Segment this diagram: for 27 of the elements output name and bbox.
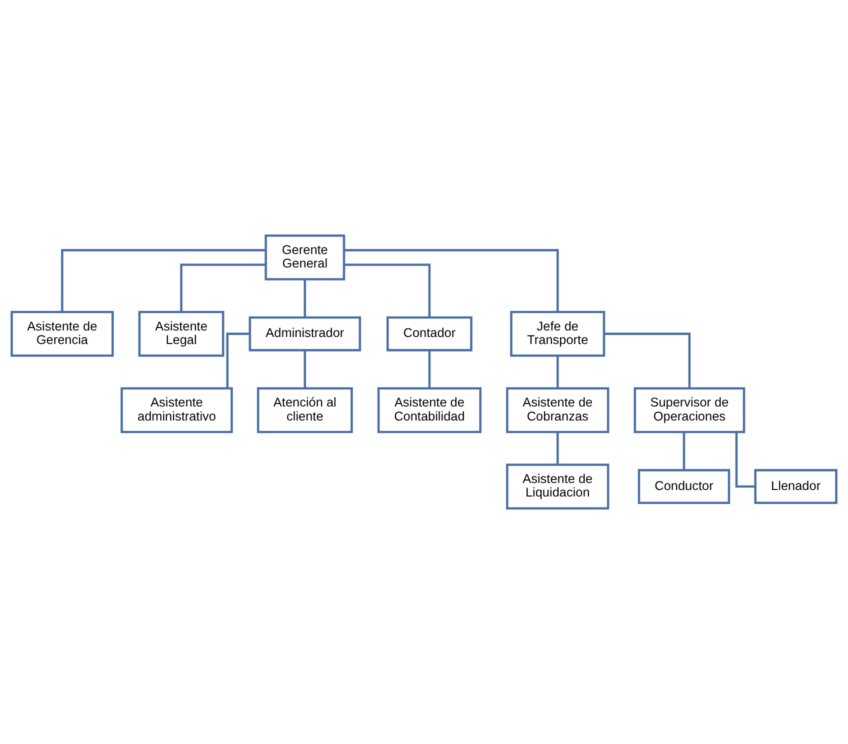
connector bbox=[304, 350, 306, 388]
node-box: Asistente de Cobranzas bbox=[506, 387, 610, 434]
node-box: Asistente de Gerencia bbox=[10, 310, 114, 357]
node-box: Llenador bbox=[754, 469, 838, 504]
connector bbox=[344, 264, 431, 318]
node-box: Contador bbox=[386, 316, 472, 352]
connector bbox=[556, 356, 559, 388]
connector bbox=[61, 249, 266, 312]
connector bbox=[735, 432, 756, 488]
node-box: Jefe de Transporte bbox=[510, 310, 606, 357]
node-box: Asistente Legal bbox=[138, 310, 224, 357]
connector bbox=[304, 280, 306, 318]
connector bbox=[344, 249, 559, 312]
node-box: Gerente General bbox=[264, 234, 346, 280]
node-box: Conductor bbox=[638, 469, 730, 504]
node-box: Asistente administrativo bbox=[120, 387, 233, 434]
connector bbox=[556, 432, 559, 464]
node-box: Asistente de Liquidacion bbox=[506, 464, 610, 510]
connector bbox=[604, 332, 691, 388]
node-box: Administrador bbox=[248, 316, 362, 352]
connector bbox=[226, 332, 250, 388]
node-box: Asistente de Contabilidad bbox=[377, 387, 482, 434]
node-box: Supervisor de Operaciones bbox=[634, 387, 746, 434]
connector bbox=[180, 264, 266, 312]
node-box: Atención al cliente bbox=[256, 387, 353, 434]
connector bbox=[428, 350, 431, 388]
connector bbox=[682, 432, 686, 470]
